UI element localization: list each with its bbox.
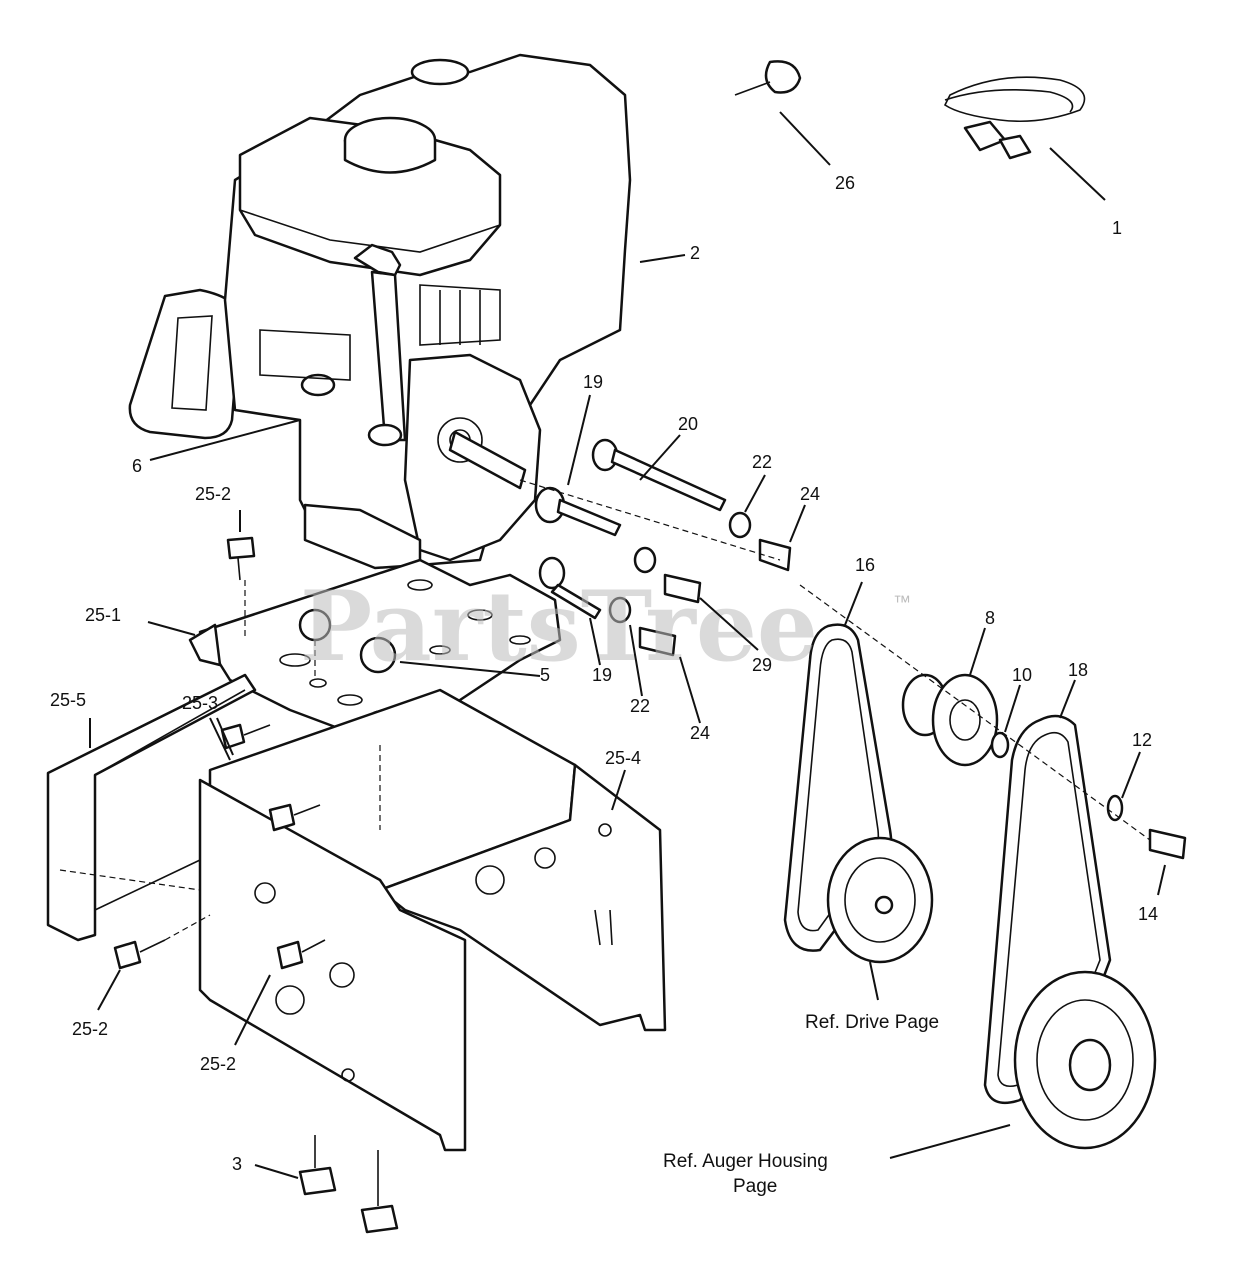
callout-18: 18 <box>1068 660 1088 680</box>
drive-belt <box>783 623 934 964</box>
engine-assembly <box>128 53 632 570</box>
callout-25-1: 25-1 <box>85 605 121 625</box>
auger-belt <box>983 714 1157 1150</box>
callout-20: 20 <box>678 414 698 434</box>
callout-19-lower: 19 <box>592 665 612 685</box>
callout-25-2-left: 25-2 <box>72 1019 108 1039</box>
callout-25-2-top: 25-2 <box>195 484 231 504</box>
watermark-trademark: ™ <box>893 592 911 612</box>
ref-auger-housing-line1: Ref. Auger Housing <box>663 1151 828 1172</box>
ref-drive-page: Ref. Drive Page <box>805 1012 939 1033</box>
callout-24-upper: 24 <box>800 484 820 504</box>
callout-19-upper: 19 <box>583 372 603 392</box>
engine-pulley <box>901 673 1187 860</box>
callout-14: 14 <box>1138 904 1158 924</box>
callout-24-lower: 24 <box>690 723 710 743</box>
hex-bolts <box>113 536 399 1234</box>
callout-25-3: 25-3 <box>182 693 218 713</box>
ref-auger-housing-line2: Page <box>733 1176 777 1197</box>
callout-26: 26 <box>835 173 855 193</box>
callout-25-2-bottom: 25-2 <box>200 1054 236 1074</box>
callout-22-upper: 22 <box>752 452 772 472</box>
spark-plug-wire <box>943 76 1086 160</box>
ignition-key <box>734 60 802 96</box>
side-bracket <box>46 673 257 942</box>
callout-1: 1 <box>1112 218 1122 238</box>
callout-6: 6 <box>132 456 142 476</box>
watermark-text: PartsTree <box>300 570 818 683</box>
lock-washer <box>359 636 397 674</box>
callout-8: 8 <box>985 608 995 628</box>
callout-2: 2 <box>690 243 700 263</box>
callout-25-4: 25-4 <box>605 748 641 768</box>
callout-10: 10 <box>1012 665 1032 685</box>
linkage-hardware <box>534 438 792 657</box>
frame-housing <box>198 688 667 1152</box>
callout-25-5: 25-5 <box>50 690 86 710</box>
callout-22-lower: 22 <box>630 696 650 716</box>
callout-12: 12 <box>1132 730 1152 750</box>
callout-3: 3 <box>232 1154 242 1174</box>
callout-5: 5 <box>540 665 550 685</box>
callout-16: 16 <box>855 555 875 575</box>
callout-29: 29 <box>752 655 772 675</box>
